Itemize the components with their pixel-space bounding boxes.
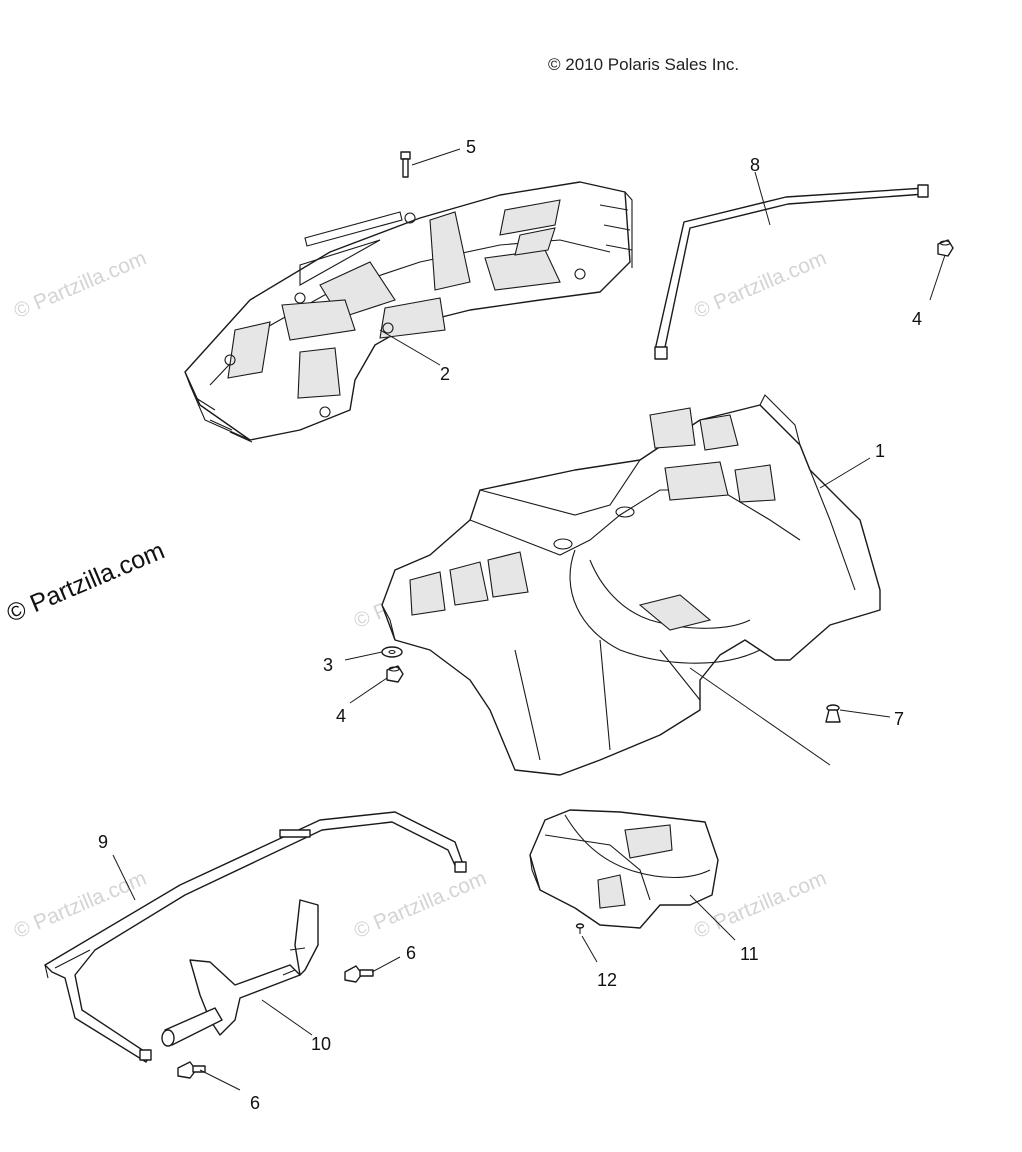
rear-rack-part (184, 181, 633, 443)
callout-4: 4 (912, 309, 923, 329)
callout-11: 11 (740, 944, 759, 964)
callout-8: 8 (750, 155, 761, 175)
bolt-part (400, 151, 411, 178)
rail-bar-part (654, 184, 929, 360)
frame-bar-part (44, 811, 467, 1063)
callout-3: 3 (323, 655, 334, 675)
flange-bolt-part (177, 1061, 206, 1079)
callout-10: 10 (311, 1034, 332, 1054)
copyright-notice: © 2010 Polaris Sales Inc. (548, 55, 740, 74)
callout-6: 6 (250, 1093, 261, 1113)
callout-4: 4 (336, 706, 347, 726)
callout-2: 2 (440, 364, 451, 384)
nut-part (937, 239, 954, 257)
nut-part (386, 665, 404, 683)
callout-5: 5 (466, 137, 477, 157)
callout-6: 6 (406, 943, 417, 963)
callout-1: 1 (875, 441, 886, 461)
callout-7: 7 (894, 709, 905, 729)
push-rivet-part (825, 704, 841, 723)
flange-bolt-part (344, 965, 374, 983)
bracket-part (161, 899, 319, 1047)
callout-12: 12 (597, 970, 618, 990)
callout-9: 9 (98, 832, 109, 852)
screw-part (575, 923, 585, 934)
leader-lines (112, 148, 946, 1091)
washer-part (381, 646, 403, 658)
rear-fender-part (381, 394, 881, 776)
fender-liner-part (529, 809, 719, 929)
